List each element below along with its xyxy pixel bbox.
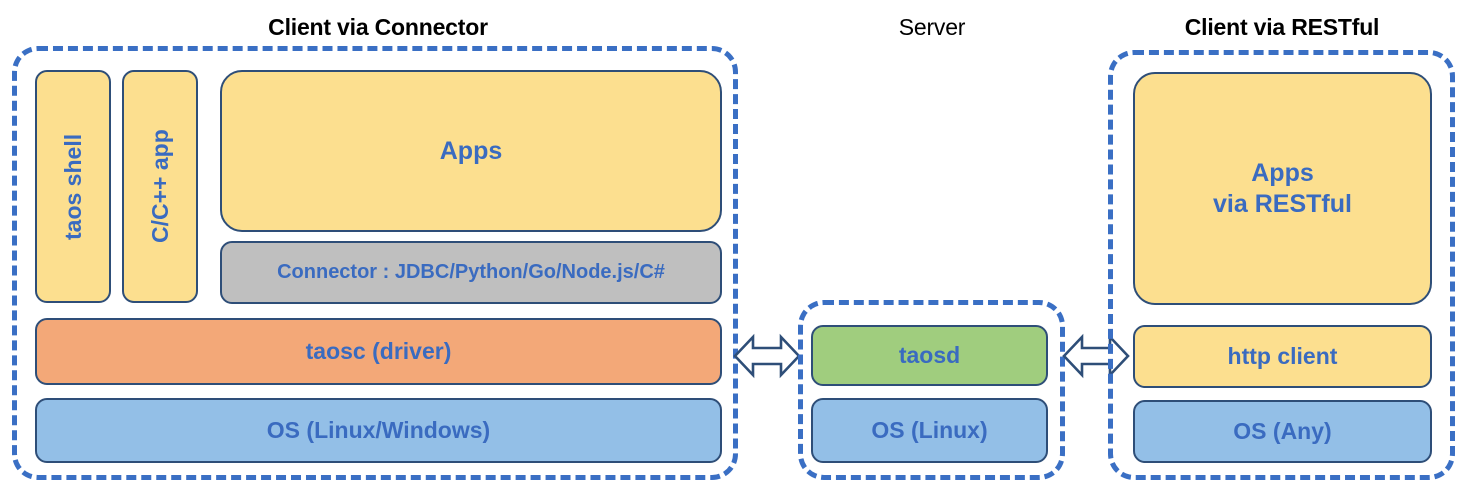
group-client-via-connector [12, 46, 738, 480]
title-client-via-restful: Client via RESTful [1184, 14, 1380, 40]
box-taosd[interactable]: taosd [811, 325, 1048, 386]
box-taos-shell-label: taos shell [59, 133, 86, 240]
box-c-cpp-app[interactable]: C/C++ app [122, 70, 198, 303]
box-apps-via-restful-label-line1: Apps [1251, 159, 1314, 187]
title-server: Server [898, 14, 966, 40]
bidirectional-arrow-icon [733, 333, 801, 379]
box-os-linux-windows[interactable]: OS (Linux/Windows) [35, 398, 722, 463]
box-c-cpp-app-label: C/C++ app [146, 129, 173, 244]
box-os-any[interactable]: OS (Any) [1133, 400, 1432, 463]
box-connector-label: Connector : JDBC/Python/Go/Node.js/C# [277, 261, 665, 284]
title-client-via-connector: Client via Connector [268, 14, 488, 40]
box-os-linux-windows-label: OS (Linux/Windows) [266, 417, 491, 444]
box-apps-connector-label: Apps [439, 136, 503, 165]
box-http-client-label: http client [1227, 343, 1338, 370]
box-os-linux[interactable]: OS (Linux) [811, 398, 1048, 463]
box-apps-via-restful-label-line2: via RESTful [1213, 189, 1352, 218]
box-os-linux-label: OS (Linux) [871, 417, 988, 444]
box-os-any-label: OS (Any) [1233, 418, 1332, 445]
box-taosd-label: taosd [898, 342, 961, 369]
bidirectional-arrow-client-to-server [733, 328, 801, 389]
box-apps-connector[interactable]: Apps [220, 70, 722, 232]
box-taosc-driver-label: taosc (driver) [305, 338, 452, 365]
group-server [798, 300, 1065, 480]
box-taos-shell[interactable]: taos shell [35, 70, 111, 303]
box-taosc-driver[interactable]: taosc (driver) [35, 318, 722, 385]
box-connector[interactable]: Connector : JDBC/Python/Go/Node.js/C# [220, 241, 722, 304]
box-http-client[interactable]: http client [1133, 325, 1432, 388]
box-apps-via-restful[interactable]: Apps via RESTful [1133, 72, 1432, 305]
group-client-via-restful [1108, 50, 1455, 480]
